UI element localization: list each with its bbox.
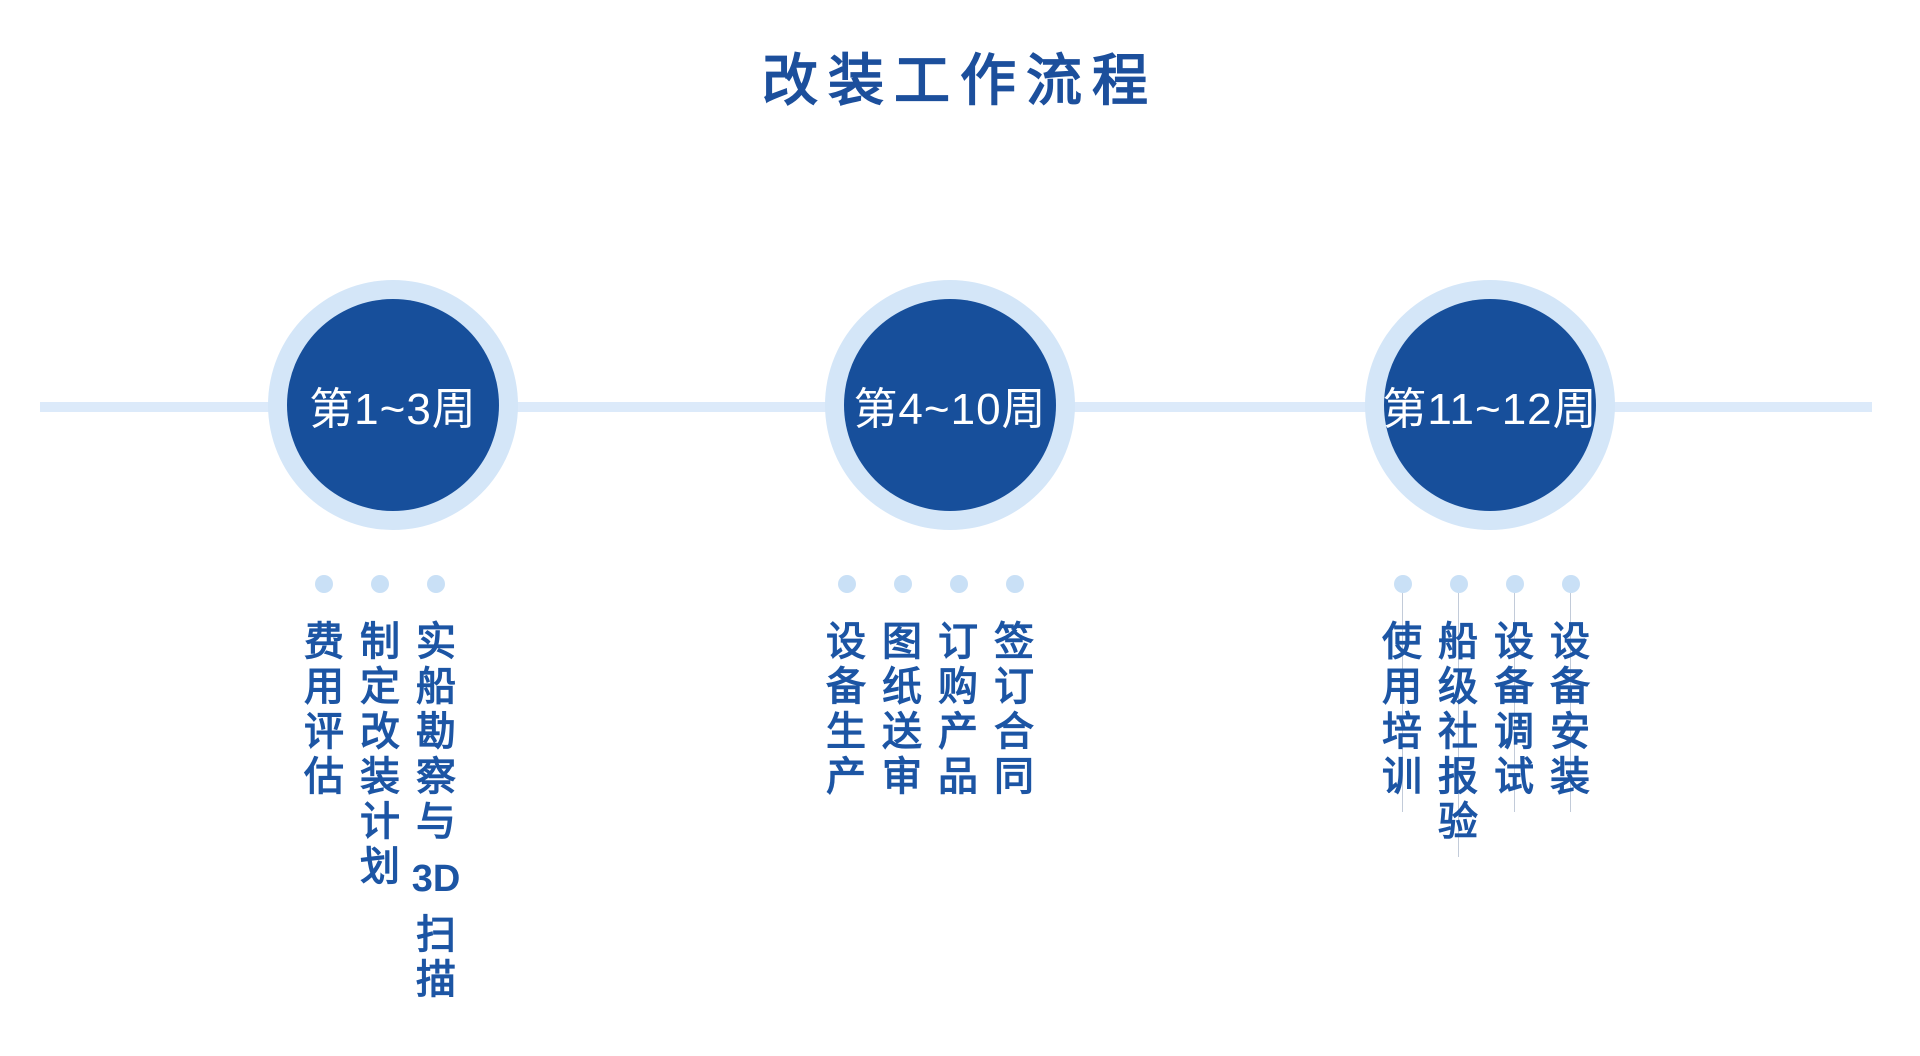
- task-char: 安: [1550, 710, 1590, 754]
- column-guide-line: [1458, 593, 1459, 857]
- task-char: 使: [1382, 620, 1422, 664]
- stage-tasks: 签订合同订购产品图纸送审设备生产: [826, 620, 1034, 800]
- task-char: 社: [1438, 710, 1478, 754]
- task-char: 评: [304, 710, 344, 754]
- stage-circle-ring: 第1~3周: [268, 280, 518, 530]
- task-char: 图: [882, 620, 922, 664]
- task-char: 费: [304, 620, 344, 664]
- timeline-dot: [1506, 575, 1524, 593]
- task-column: 设备生产: [826, 620, 866, 800]
- task-char: 3D: [411, 858, 461, 900]
- timeline-dot: [838, 575, 856, 593]
- task-char: 级: [1438, 665, 1478, 709]
- task-char: 备: [1494, 665, 1534, 709]
- stage-label: 第11~12周: [1382, 385, 1598, 434]
- task-char: 调: [1494, 710, 1534, 754]
- task-char: 设: [826, 620, 866, 664]
- task-char: 计: [360, 800, 400, 844]
- stage-circle-ring: 第11~12周: [1365, 280, 1615, 530]
- timeline-dot: [950, 575, 968, 593]
- column-guide-line: [1402, 593, 1403, 812]
- task-char: 备: [826, 665, 866, 709]
- task-char: 送: [882, 710, 922, 754]
- timeline-dot: [1562, 575, 1580, 593]
- timeline-dot: [1450, 575, 1468, 593]
- task-column: 设备安装: [1550, 593, 1590, 845]
- task-char: 船: [1438, 620, 1478, 664]
- task-char: 设: [1494, 620, 1534, 664]
- task-column: 签订合同: [994, 620, 1034, 800]
- task-char: 用: [304, 665, 344, 709]
- task-char: 纸: [882, 665, 922, 709]
- stage-dots: [1394, 575, 1580, 593]
- task-char: 订: [994, 665, 1034, 709]
- column-guide-line: [1570, 593, 1571, 812]
- stage-circle: 第4~10周: [844, 299, 1056, 511]
- timeline-dot: [1394, 575, 1412, 593]
- stage-dots: [315, 575, 445, 593]
- task-char: 产: [826, 755, 866, 799]
- timeline-dot: [1006, 575, 1024, 593]
- task-char: 验: [1438, 800, 1478, 844]
- task-char: 试: [1494, 755, 1534, 799]
- task-char: 制: [360, 620, 400, 664]
- stage-label: 第4~10周: [853, 385, 1047, 434]
- column-guide-line: [1514, 593, 1515, 812]
- task-char: 产: [938, 710, 978, 754]
- task-char: 改: [360, 710, 400, 754]
- task-column: 费用评估: [304, 620, 344, 1003]
- task-char: 品: [938, 755, 978, 799]
- task-char: 实: [416, 620, 456, 664]
- task-char: 扫: [416, 913, 456, 957]
- task-char: 设: [1550, 620, 1590, 664]
- timeline-dot: [315, 575, 333, 593]
- task-column: 制定改装计划: [360, 620, 400, 1003]
- task-char: 估: [304, 755, 344, 799]
- task-char: 生: [826, 710, 866, 754]
- task-column: 设备调试: [1494, 593, 1534, 845]
- task-char: 用: [1382, 665, 1422, 709]
- task-char: 描: [416, 958, 456, 1002]
- task-column: 使用培训: [1382, 593, 1422, 845]
- task-column: 实船勘察与 3D 扫描: [412, 620, 461, 1003]
- task-char: 训: [1382, 755, 1422, 799]
- stage-circle: 第1~3周: [287, 299, 499, 511]
- task-char: 报: [1438, 755, 1478, 799]
- task-char: 订: [938, 620, 978, 664]
- task-char: 购: [938, 665, 978, 709]
- task-char: 装: [360, 755, 400, 799]
- task-char: 船: [416, 665, 456, 709]
- timeline-dot: [894, 575, 912, 593]
- task-column: 图纸送审: [882, 620, 922, 800]
- stage-circle-ring: 第4~10周: [825, 280, 1075, 530]
- stage-tasks: 设备安装设备调试船级社报验使用培训: [1382, 593, 1590, 857]
- task-char: 察: [416, 755, 456, 799]
- stage-dots: [838, 575, 1024, 593]
- timeline-dot: [427, 575, 445, 593]
- task-char: 与: [416, 800, 456, 844]
- task-char: 合: [994, 710, 1034, 754]
- task-char: 备: [1550, 665, 1590, 709]
- task-char: 定: [360, 665, 400, 709]
- task-column: 订购产品: [938, 620, 978, 800]
- task-char: 培: [1382, 710, 1422, 754]
- task-column: 船级社报验: [1438, 593, 1478, 857]
- page-title: 改装工作流程: [762, 49, 1158, 112]
- task-char: 同: [994, 755, 1034, 799]
- task-char: 勘: [416, 710, 456, 754]
- task-char: 审: [882, 755, 922, 799]
- timeline-dot: [371, 575, 389, 593]
- task-char: 划: [360, 845, 400, 889]
- task-char: 装: [1550, 755, 1590, 799]
- stage-circle: 第11~12周: [1382, 299, 1598, 511]
- task-char: 签: [994, 620, 1034, 664]
- stage-label: 第1~3周: [309, 385, 477, 434]
